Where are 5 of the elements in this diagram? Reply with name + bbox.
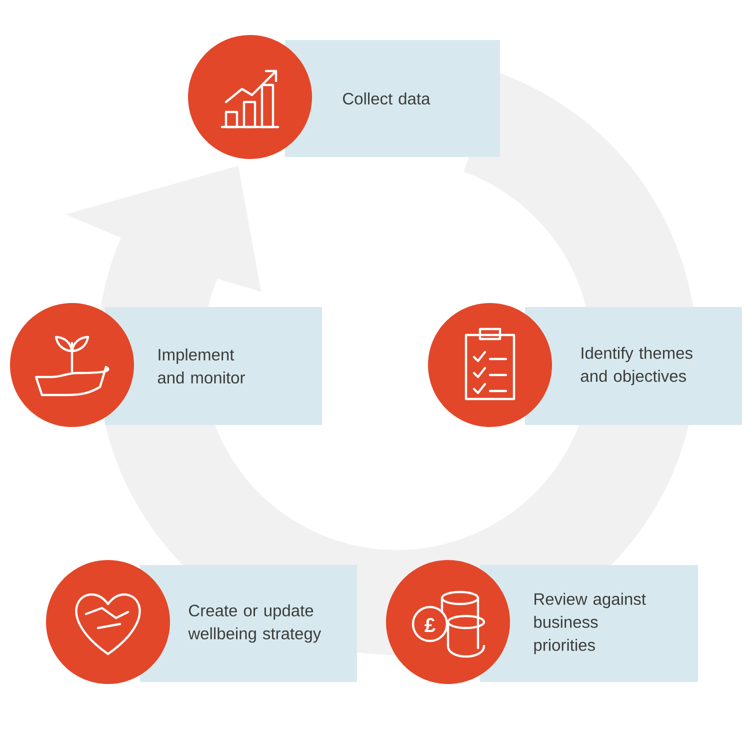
step-box: Review against business priorities <box>480 565 698 682</box>
step-box: Implement and monitor <box>105 307 322 425</box>
step-box: Collect data <box>285 40 500 157</box>
step-box: Identify themes and objectives <box>525 307 742 425</box>
step-box: Create or update wellbeing strategy <box>140 565 357 682</box>
